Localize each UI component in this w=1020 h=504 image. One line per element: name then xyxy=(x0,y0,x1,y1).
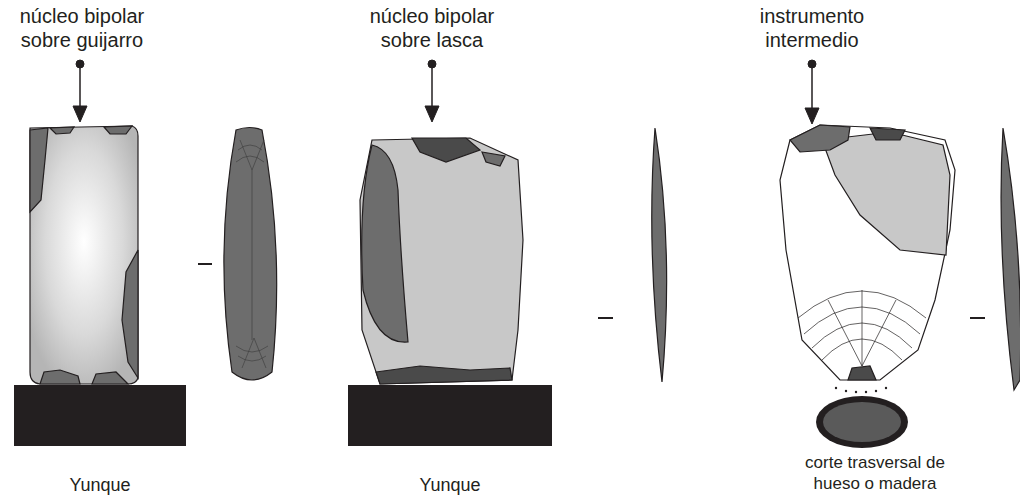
percussion-ripples xyxy=(798,290,926,366)
strike-arrow xyxy=(805,60,819,124)
strike-arrow xyxy=(425,60,439,122)
anvil xyxy=(348,385,552,446)
tool-profile xyxy=(1001,128,1020,390)
caption-label: corte trasversal de hueso o madera xyxy=(788,452,963,494)
part-label: núcleo bipolar sobre guijarro xyxy=(2,4,162,52)
caption-label: Yunque xyxy=(40,474,160,496)
intermediate-tool xyxy=(780,125,955,380)
contact-dots xyxy=(835,387,887,393)
view-dash xyxy=(598,317,613,319)
view-dash xyxy=(198,263,212,265)
view-dash xyxy=(970,317,985,319)
bone-cross-section xyxy=(816,396,908,448)
part-label: núcleo bipolar sobre lasca xyxy=(352,4,512,52)
caption-label: Yunque xyxy=(390,474,510,496)
flake-core xyxy=(360,138,523,384)
pebble-core-profile xyxy=(224,128,277,381)
part-label: instrumento intermedio xyxy=(747,4,877,52)
strike-arrow xyxy=(73,60,87,122)
pebble-core xyxy=(30,126,138,384)
flake-core-profile xyxy=(652,128,667,382)
anvil xyxy=(14,385,186,446)
